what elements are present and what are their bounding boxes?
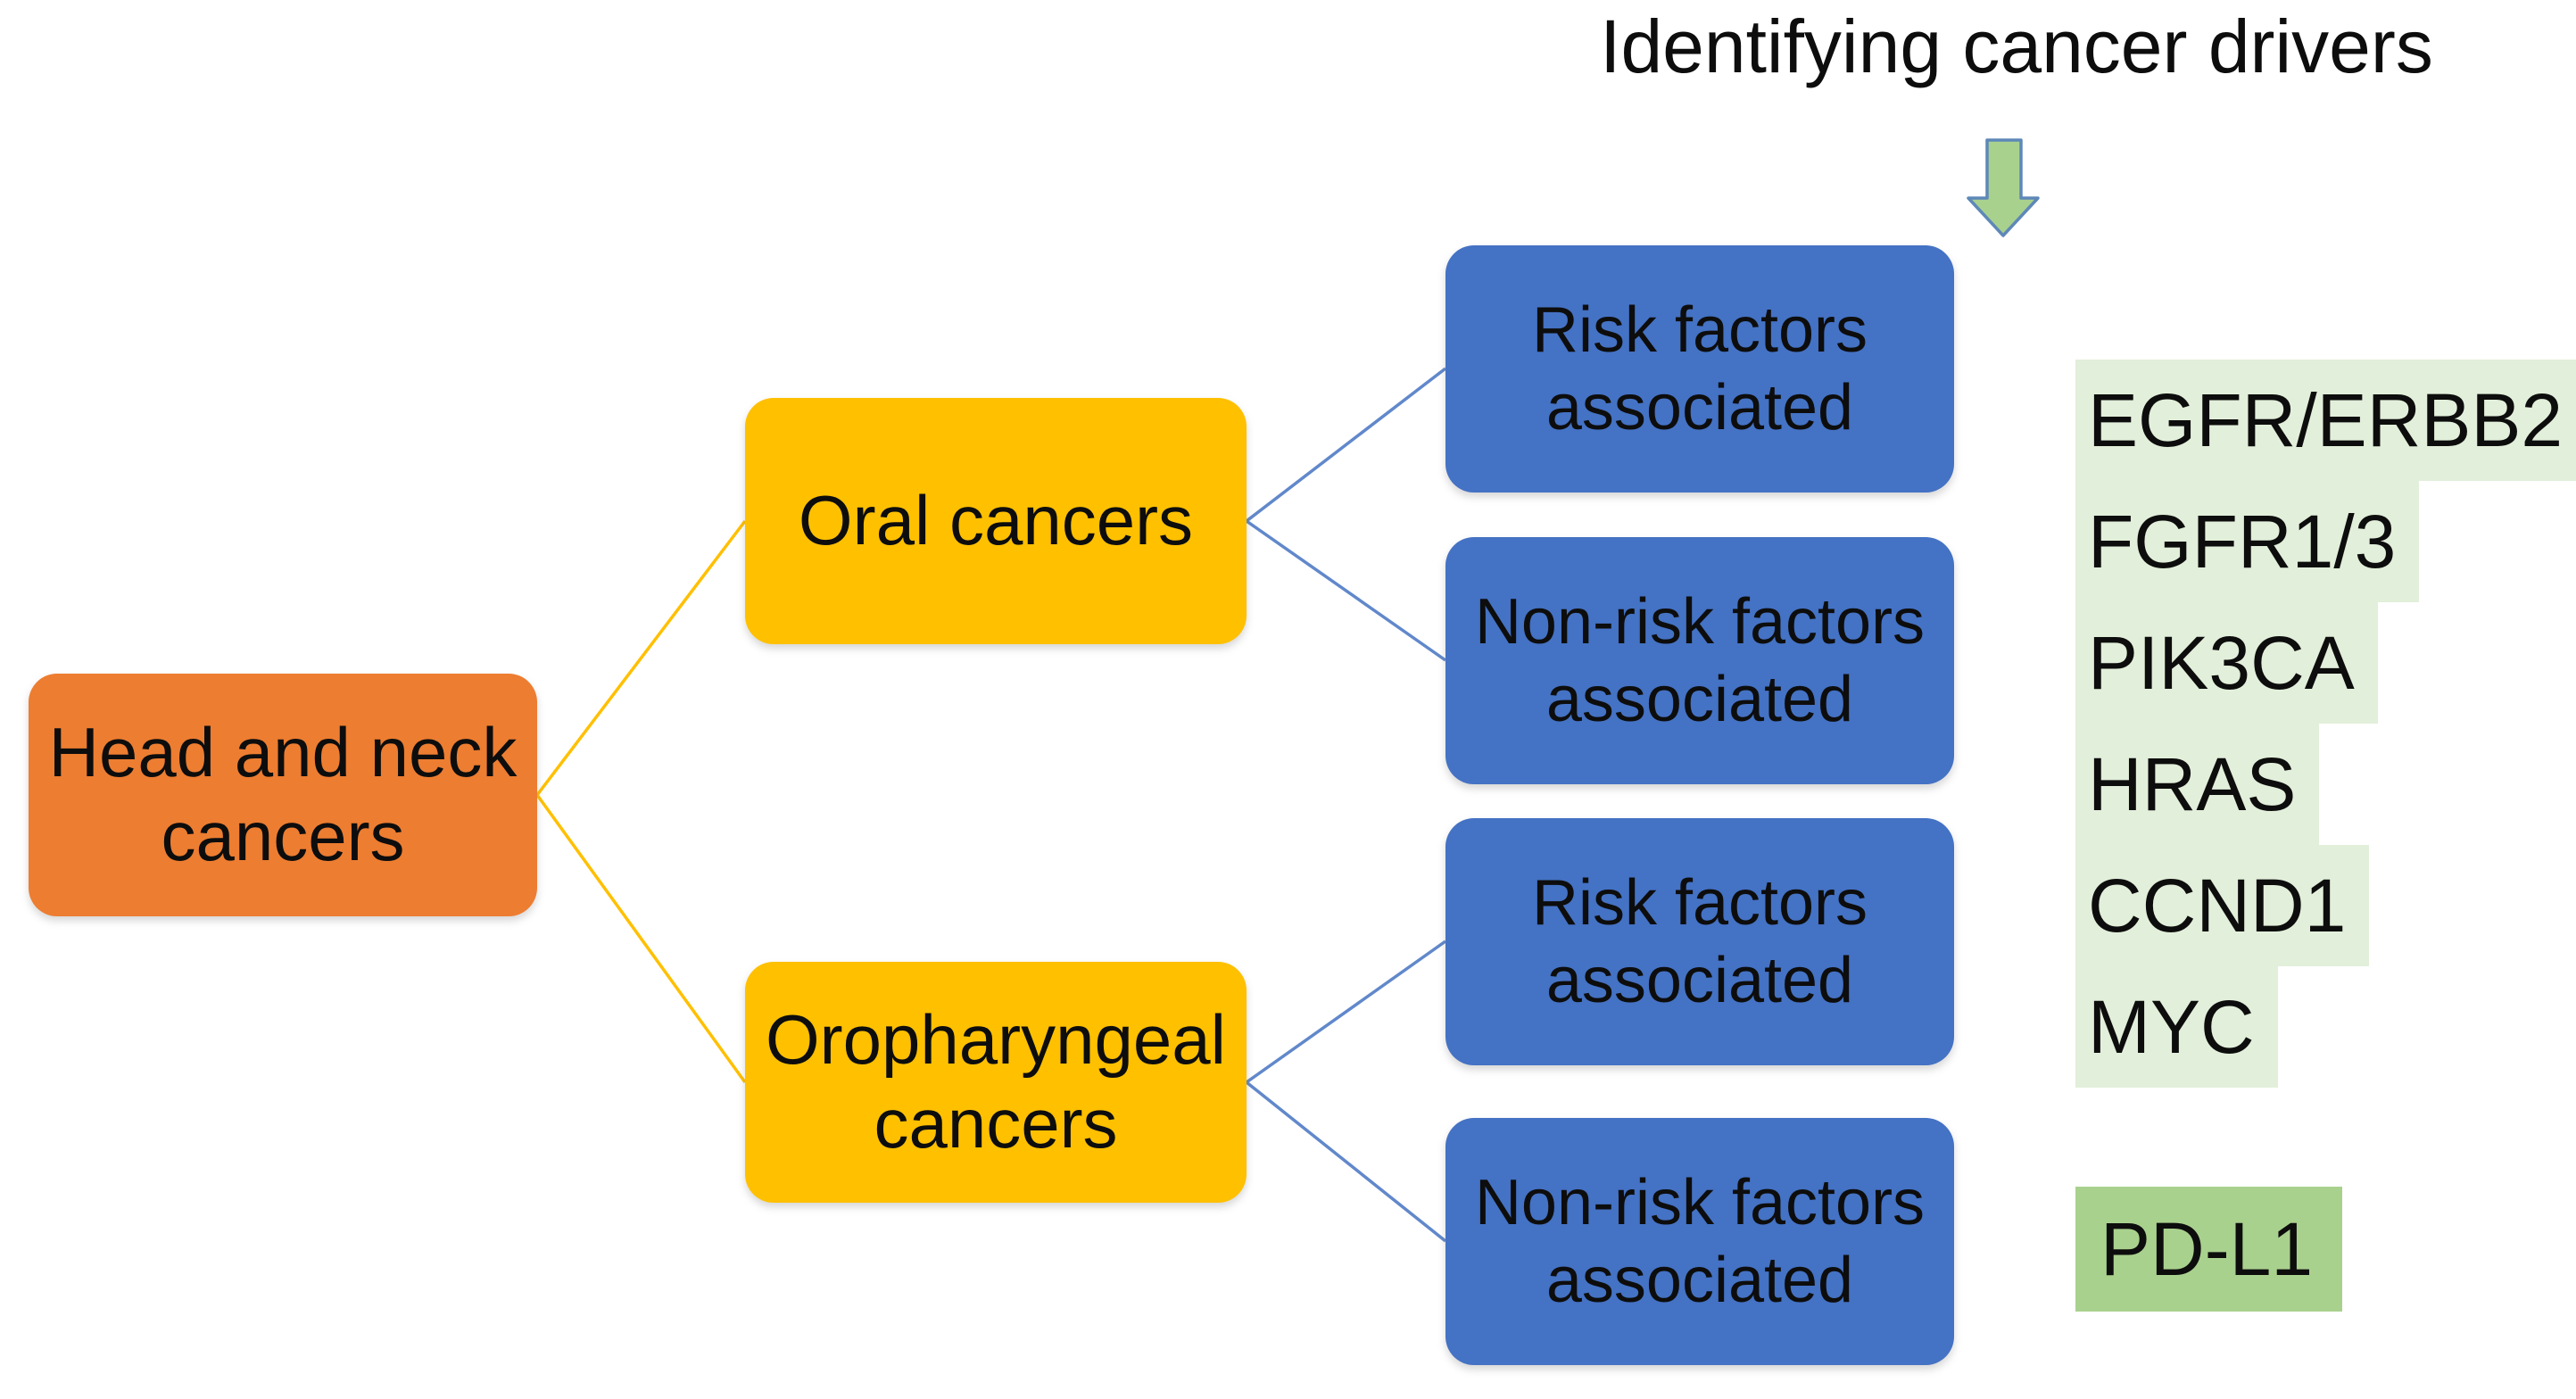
node-oropharyngeal-cancers: Oropharyngeal cancers	[745, 962, 1247, 1203]
connector-oral-to-nonrisk	[1245, 519, 1447, 662]
gene-item: FGFR1/3	[2075, 481, 2420, 602]
node-oral-cancers: Oral cancers	[745, 398, 1247, 644]
gene-item: MYC	[2075, 966, 2278, 1088]
connector-oral-to-risk	[1245, 367, 1447, 523]
node-oral-nonrisk-factors: Non-risk factors associated	[1445, 537, 1954, 784]
gene-list: EGFR/ERBB2 FGFR1/3 PIK3CA HRAS CCND1 MYC	[2075, 360, 2576, 1088]
page-title: Identifying cancer drivers	[1600, 4, 2433, 88]
node-head-and-neck-cancers: Head and neck cancers	[29, 674, 537, 916]
down-arrow-icon	[1967, 138, 2040, 237]
gene-item: CCND1	[2075, 845, 2370, 966]
connector-root-to-oral	[535, 519, 747, 797]
gene-item: PIK3CA	[2075, 602, 2378, 724]
node-oropharyngeal-nonrisk-factors: Non-risk factors associated	[1445, 1118, 1954, 1365]
node-oropharyngeal-risk-factors: Risk factors associated	[1445, 818, 1954, 1065]
gene-item: HRAS	[2075, 724, 2320, 845]
gene-item: EGFR/ERBB2	[2075, 360, 2576, 481]
node-oral-risk-factors: Risk factors associated	[1445, 245, 1954, 493]
pdl1-badge: PD-L1	[2075, 1187, 2343, 1312]
connector-oropharyngeal-to-risk	[1245, 940, 1447, 1084]
connector-oropharyngeal-to-nonrisk	[1245, 1080, 1447, 1243]
connector-root-to-oropharyngeal	[535, 793, 747, 1084]
